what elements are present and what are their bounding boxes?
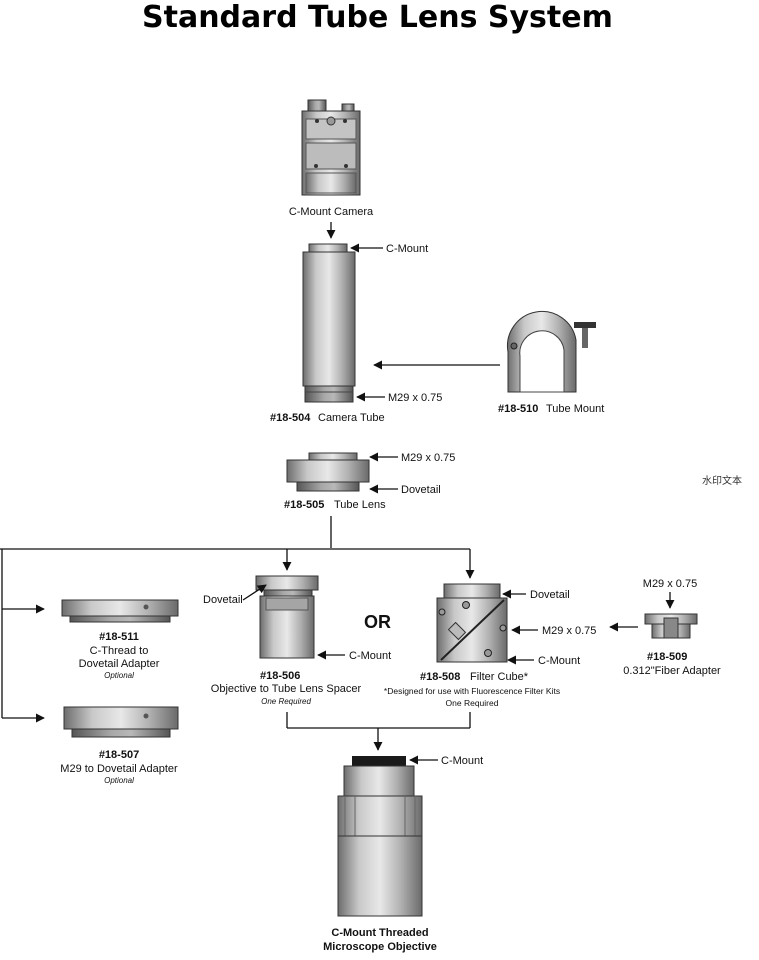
camera-tube-part: #18-504: [270, 412, 311, 424]
camera-label: C-Mount Camera: [289, 206, 374, 218]
or-label: OR: [364, 612, 391, 632]
camera-tube: [302, 243, 356, 403]
filter-cube-top-callout: Dovetail: [530, 589, 570, 601]
objective-name-line2: Microscope Objective: [323, 941, 437, 953]
objective-name-line1: C-Mount Threaded: [331, 927, 428, 939]
page-title: Standard Tube Lens System: [142, 0, 613, 35]
spacer-506-left-callout: Dovetail: [203, 594, 243, 606]
tube-mount-name: Tube Mount: [546, 403, 604, 415]
camera-tube-name: Camera Tube: [318, 412, 385, 424]
filter-cube-mid-callout: M29 x 0.75: [542, 625, 596, 637]
adapter-511-name-line1: C-Thread to: [90, 645, 149, 657]
spacer-506: [255, 575, 319, 659]
camera-tube-bottom-callout: M29 x 0.75: [388, 392, 442, 404]
arrow-506-dovetail: [242, 584, 267, 601]
fiber-adapter-top-callout: M29 x 0.75: [643, 578, 697, 590]
tube-mount-part: #18-510: [498, 403, 538, 415]
watermark-text: 水印文本: [702, 474, 742, 487]
tube-lens-bottom-callout: Dovetail: [401, 484, 441, 496]
adapter-511-part: #18-511: [99, 631, 139, 643]
filter-cube-note: One Required: [446, 698, 499, 708]
fiber-adapter-509: [644, 613, 698, 639]
spacer-506-note: One Required: [261, 697, 311, 706]
adapter-511: [61, 599, 179, 623]
c-mount-camera: [301, 99, 361, 196]
tube-lens-top-callout: M29 x 0.75: [401, 452, 455, 464]
filter-cube-bottom-callout: C-Mount: [538, 655, 580, 667]
adapter-507-note: Optional: [104, 776, 134, 785]
tube-lens-part: #18-505: [284, 499, 324, 511]
adapter-507-name: M29 to Dovetail Adapter: [60, 763, 178, 775]
adapter-511-name-line2: Dovetail Adapter: [79, 658, 160, 670]
tube-lens-name: Tube Lens: [334, 499, 386, 511]
spacer-506-part: #18-506: [260, 670, 300, 682]
camera-tube-top-callout: C-Mount: [386, 243, 428, 255]
spacer-506-right-callout: C-Mount: [349, 650, 391, 662]
adapter-511-note: Optional: [104, 671, 134, 680]
objective-callout: C-Mount: [441, 755, 483, 767]
microscope-objective: [337, 756, 423, 917]
adapter-507-part: #18-507: [99, 749, 139, 761]
filter-cube-footnote: *Designed for use with Fluorescence Filt…: [384, 686, 560, 696]
filter-cube-508: [436, 583, 508, 663]
tube-lens: [286, 452, 370, 492]
filter-cube-part: #18-508: [420, 671, 460, 683]
adapter-507: [63, 706, 179, 738]
fiber-adapter-part: #18-509: [647, 651, 687, 663]
filter-cube-name: Filter Cube*: [470, 671, 529, 683]
spacer-506-name: Objective to Tube Lens Spacer: [211, 683, 362, 695]
fiber-adapter-name: 0.312"Fiber Adapter: [623, 665, 721, 677]
tube-mount: [506, 310, 596, 393]
